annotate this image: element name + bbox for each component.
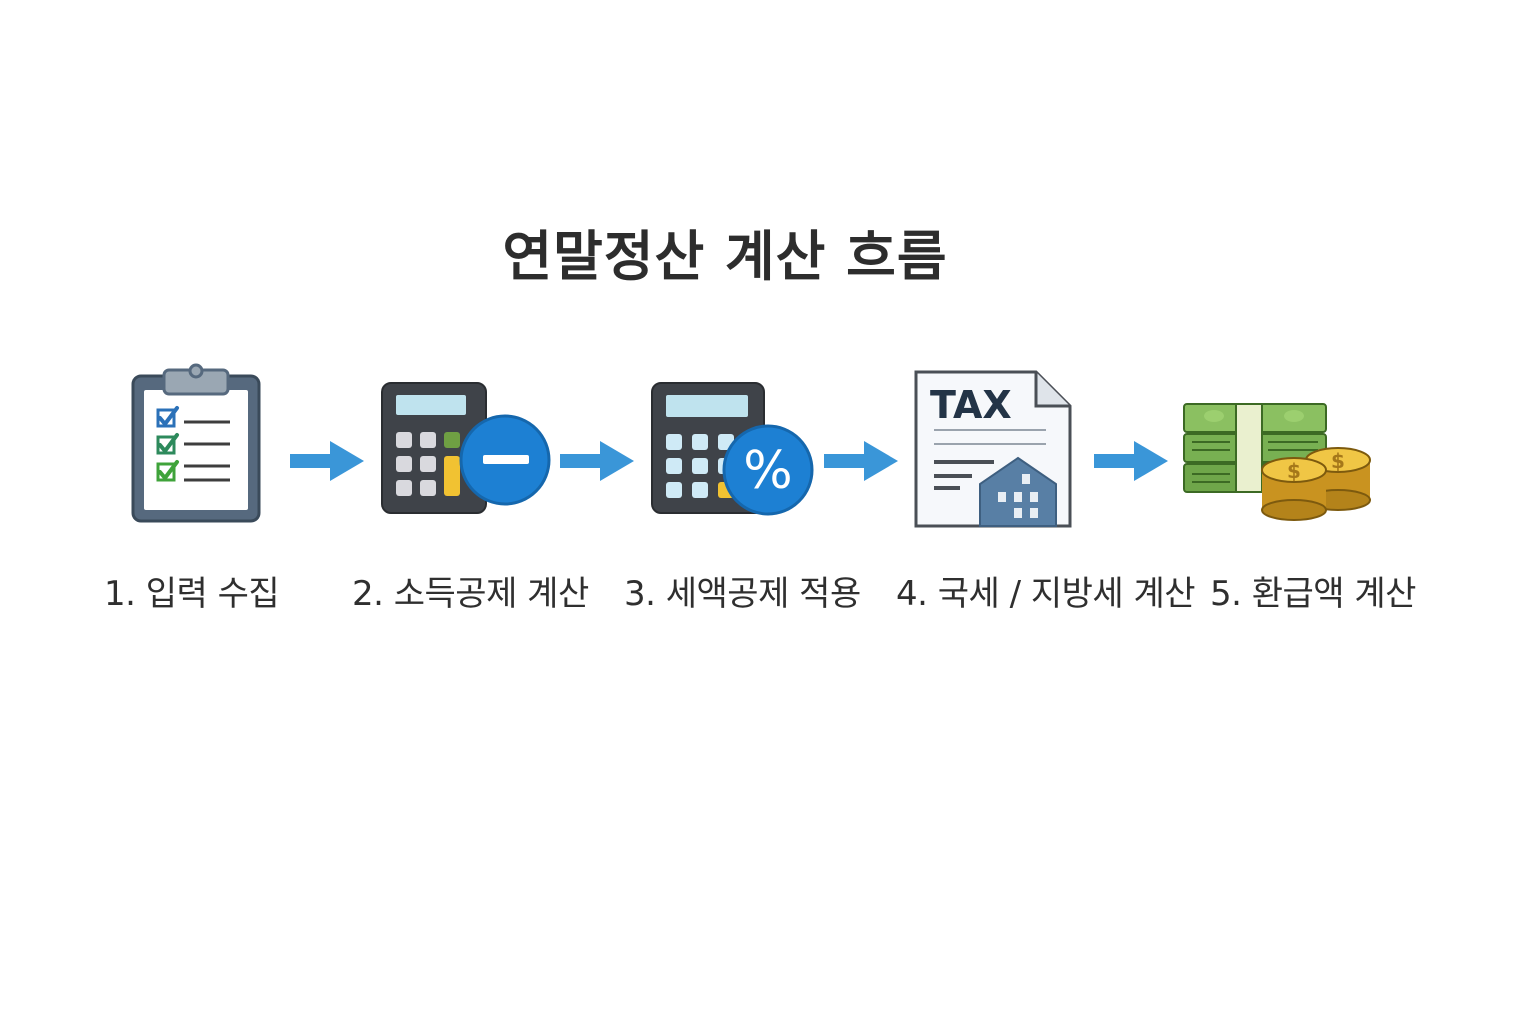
diagram-title: 연말정산 계산 흐름 [502, 225, 948, 288]
step-2-label: 2. 소득공제 계산 [352, 574, 589, 614]
calculator-percent-icon: % [651, 382, 814, 516]
svg-text:$: $ [1287, 459, 1301, 483]
arrow-right-icon [290, 441, 364, 481]
svg-text:$: $ [1331, 449, 1345, 473]
calculator-minus-icon [381, 382, 551, 514]
arrow-right-icon [824, 441, 898, 481]
step-5-label: 5. 환급액 계산 [1210, 574, 1416, 614]
money-coins-icon: $ $ [1183, 403, 1371, 521]
tax-document-icon: TAX [914, 370, 1072, 528]
percent-symbol: % [743, 441, 792, 501]
step-3-label: 3. 세액공제 적용 [624, 574, 861, 614]
arrow-right-icon [560, 441, 634, 481]
step-1-label: 1. 입력 수집 [104, 574, 280, 614]
step-4-label: 4. 국세 / 지방세 계산 [896, 574, 1196, 614]
arrow-right-icon [1094, 441, 1168, 481]
tax-label: TAX [930, 383, 1012, 427]
clipboard-checklist-icon [131, 363, 261, 523]
